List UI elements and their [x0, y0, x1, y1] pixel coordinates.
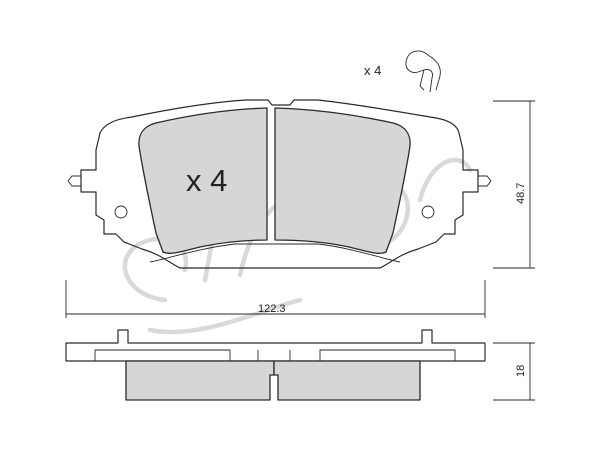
thickness-dimension: 18	[493, 342, 535, 401]
width-dimension-label: 122.3	[258, 303, 286, 315]
right-ear-detail	[478, 175, 492, 187]
side-backing-inner	[94, 349, 456, 361]
friction-pad-left	[138, 107, 268, 254]
width-dimension: 122.3	[65, 280, 486, 318]
height-dimension: 48.7	[493, 100, 535, 269]
pad-quantity-label: x 4	[186, 163, 227, 198]
friction-pad-right	[274, 107, 411, 254]
left-mount-hole	[114, 205, 128, 219]
backing-inner-curve	[149, 243, 401, 263]
clip-quantity-label: x 4	[364, 63, 381, 78]
height-dimension-label: 48.7	[515, 183, 527, 204]
backing-plate-outline	[80, 99, 479, 269]
right-mount-hole	[421, 205, 435, 219]
side-backing-plate	[65, 329, 486, 362]
thickness-dimension-label: 18	[515, 365, 527, 377]
left-ear-detail	[67, 175, 81, 187]
spring-clip-icon	[405, 50, 441, 93]
side-friction-right	[273, 360, 421, 401]
side-friction-left	[125, 360, 275, 401]
